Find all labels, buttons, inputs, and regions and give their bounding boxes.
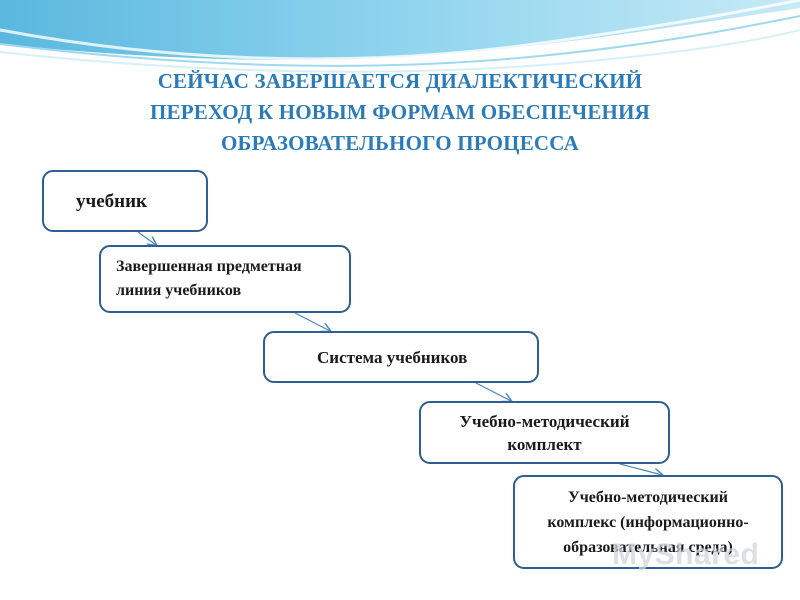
connector-arrow-3 xyxy=(475,382,511,401)
title-line-2: ПЕРЕХОД К НОВЫМ ФОРМАМ ОБЕСПЕЧЕНИЯ xyxy=(149,100,650,124)
step-text: Система учебников xyxy=(317,347,468,367)
slide-title: СЕЙЧАС ЗАВЕРШАЕТСЯ ДИАЛЕКТИЧЕСКИЙ ПЕРЕХО… xyxy=(40,66,760,159)
step-box-teaching-kit: Учебно-методический комплект xyxy=(419,401,670,464)
step-text: линия учебников xyxy=(116,282,242,299)
connector-arrow-2 xyxy=(294,312,330,331)
header-wave-banner xyxy=(0,0,800,73)
connector-arrow-4 xyxy=(619,463,662,475)
step-text: Завершенная предметная xyxy=(116,258,302,275)
title-line-1: СЕЙЧАС ЗАВЕРШАЕТСЯ ДИАЛЕКТИЧЕСКИЙ xyxy=(157,69,643,93)
step-text: учебник xyxy=(76,190,147,212)
step-text: комплекс (информационно- xyxy=(547,513,749,531)
step-box-subject-line: Завершенная предметная линия учебников xyxy=(99,245,351,313)
step-text: комплект xyxy=(507,434,582,454)
connector-arrow-1 xyxy=(137,231,156,245)
watermark: MyShared xyxy=(612,538,760,571)
step-box-textbook-system: Система учебников xyxy=(263,331,539,383)
step-box-teaching-complex: Учебно-методический комплекс (информацио… xyxy=(513,475,783,569)
step-text: образовательная среда) xyxy=(563,538,733,556)
step-text: Учебно-методический xyxy=(568,488,728,506)
step-text: Учебно-методический xyxy=(459,411,630,431)
step-box-textbook: учебник xyxy=(42,170,208,232)
title-line-3: ОБРАЗОВАТЕЛЬНОГО ПРОЦЕССА xyxy=(221,131,579,155)
